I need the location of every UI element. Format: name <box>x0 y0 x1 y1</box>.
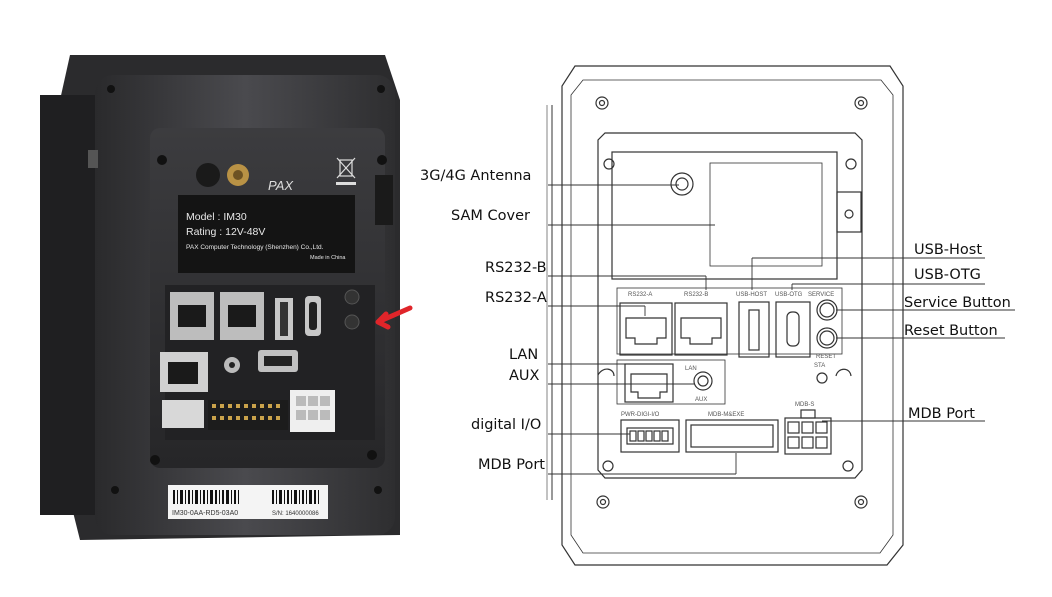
callout-mdb-port-right: MDB Port <box>908 406 975 422</box>
leader-lines <box>548 184 1015 475</box>
antenna-port-drawing <box>670 172 694 196</box>
panel-label-usbhost: USB-HOST <box>736 292 767 298</box>
panel-label-reset: RESET <box>816 354 836 360</box>
callout-lan: LAN <box>509 347 539 363</box>
recycle-bin-icon <box>339 159 353 177</box>
panel-label-mdbm: MDB-M&EXE <box>708 412 744 418</box>
callout-reset-button: Reset Button <box>904 323 998 339</box>
device-photo: PAX Model : IM30 Rating : 12V-48V PAX Co… <box>40 55 413 540</box>
panel-label-rs232b: RS232-B <box>684 292 708 298</box>
callout-aux: AUX <box>509 368 540 384</box>
device-line-drawing: RS232-A RS232-B USB-HOST USB-OTG SERVICE… <box>546 65 1015 566</box>
callout-antenna: 3G/4G Antenna <box>420 168 532 184</box>
callout-rs232b: RS232-B <box>485 260 547 276</box>
device-label: PAX Model : IM30 Rating : 12V-48V PAX Co… <box>178 157 356 273</box>
callout-mdb-port-left: MDB Port <box>478 457 545 473</box>
usb-otg-port-drawing <box>775 301 811 358</box>
antenna-connector <box>196 163 249 187</box>
barcode-label: IM30-0AA-RD5-03A0 S/N: 1640000086 <box>168 485 328 519</box>
lan-port-drawing <box>624 363 674 403</box>
panel-label-rs232a: RS232-A <box>628 292 652 298</box>
callout-sam-cover: SAM Cover <box>451 208 530 224</box>
callout-service-button: Service Button <box>904 295 1011 311</box>
digital-io-terminal-drawing <box>620 419 680 453</box>
callout-digital-io: digital I/O <box>471 417 542 433</box>
reset-button-photo <box>344 314 360 330</box>
panel-label-pwr: PWR-DIGI-I/O <box>621 412 660 418</box>
rs232b-port-drawing <box>674 302 728 356</box>
status-led <box>816 372 828 384</box>
callout-usb-host: USB-Host <box>914 242 983 258</box>
panel-label-usbotg: USB-OTG <box>775 292 803 298</box>
service-button-photo <box>344 289 360 305</box>
mdb-slave-port-drawing <box>784 417 832 455</box>
port-area <box>160 285 375 440</box>
label-model: Model : IM30 <box>186 211 247 223</box>
label-company: PAX Computer Technology (Shenzhen) Co.,L… <box>186 244 324 251</box>
barcode-text-left: IM30-0AA-RD5-03A0 <box>172 510 238 517</box>
panel-label-lan: LAN <box>685 366 697 372</box>
callout-usb-otg: USB-OTG <box>914 267 981 283</box>
inner-plate <box>597 132 863 479</box>
panel-label-service: SERVICE <box>808 292 834 298</box>
sam-cover <box>611 151 838 280</box>
usb-host-port-drawing <box>738 301 770 358</box>
barcode-text-right: S/N: 1640000086 <box>272 511 319 517</box>
rs232a-port-drawing <box>619 302 673 356</box>
panel-label-sta: STA <box>814 363 825 369</box>
panel-label-mdbs: MDB-S <box>795 402 814 408</box>
callout-rs232a: RS232-A <box>485 290 547 306</box>
digital-io-terminal <box>162 400 204 428</box>
label-rating: Rating : 12V-48V <box>186 226 265 238</box>
panel-label-aux: AUX <box>695 397 707 403</box>
mdb-master-port-drawing <box>685 419 779 453</box>
outer-housing <box>561 65 904 566</box>
pax-brand: PAX <box>268 178 294 193</box>
red-arrow-icon <box>375 305 413 330</box>
aux-port-drawing <box>693 371 713 391</box>
label-origin: Made in China <box>310 255 346 261</box>
